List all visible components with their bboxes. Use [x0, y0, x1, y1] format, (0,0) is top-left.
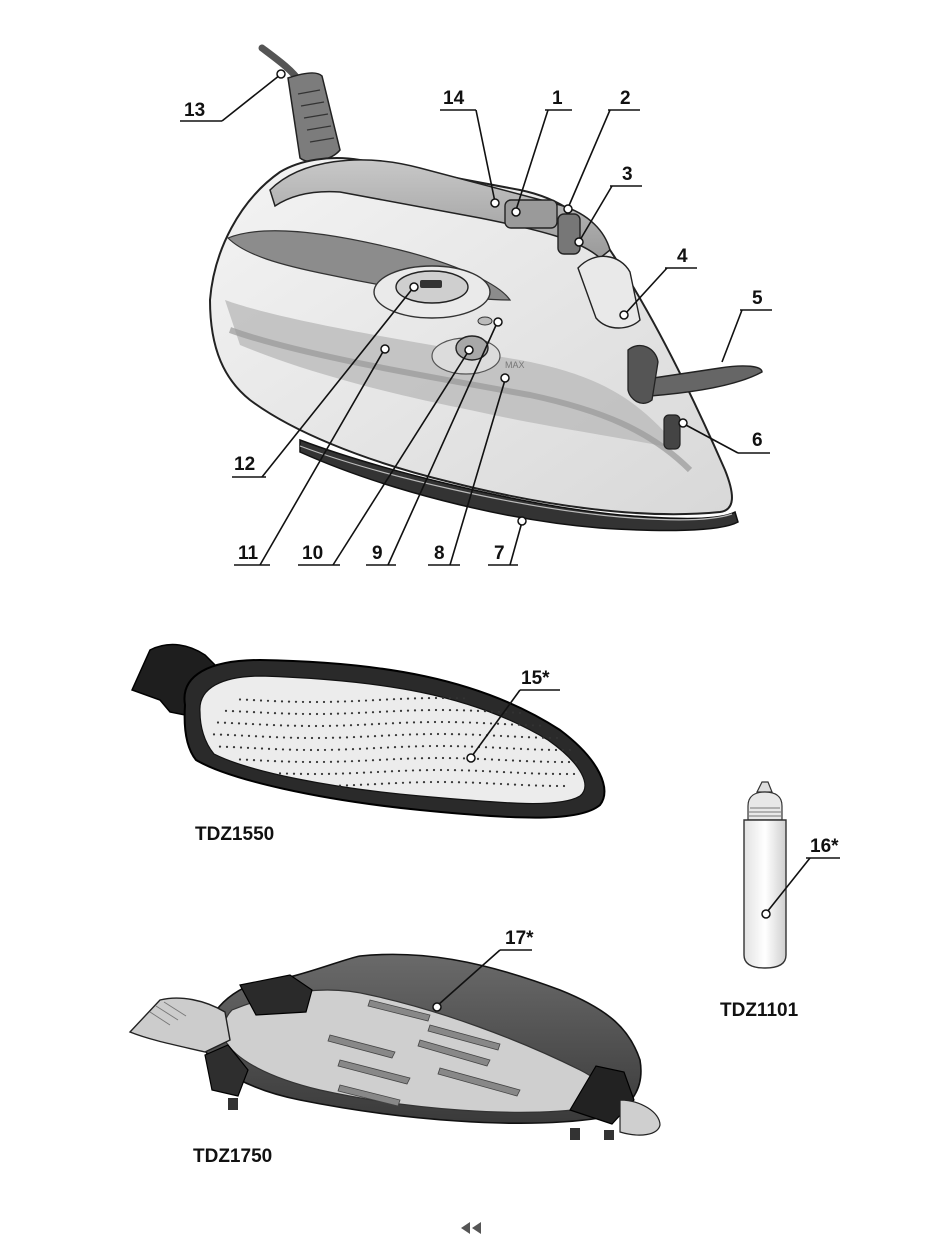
cord-guard — [288, 73, 340, 162]
shoe-tip — [620, 1100, 660, 1135]
model-label-tdz1750: TDZ1750 — [193, 1146, 272, 1167]
callout-16: 16* — [810, 836, 839, 857]
descaling-bottle — [744, 782, 786, 968]
cover-plate — [200, 676, 585, 804]
callout-6: 6 — [752, 430, 763, 451]
callout-3: 3 — [622, 164, 633, 185]
steam-burst-button[interactable] — [558, 214, 580, 254]
shoe-handle-tab — [130, 998, 230, 1052]
callout-10: 10 — [302, 543, 323, 564]
callout-15: 15* — [521, 668, 550, 689]
callout-7: 7 — [494, 543, 505, 564]
model-label-tdz1101: TDZ1101 — [720, 1000, 799, 1021]
callout-5: 5 — [752, 288, 763, 309]
callout-8: 8 — [434, 543, 445, 564]
callout-13: 13 — [184, 100, 205, 121]
double-left-arrow-icon[interactable] — [461, 1222, 481, 1234]
anti-calc-button[interactable] — [628, 346, 658, 404]
callout-17: 17* — [505, 928, 534, 949]
callout-4: 4 — [677, 246, 688, 267]
ironing-shoe — [130, 954, 660, 1140]
temperature-light — [478, 317, 492, 325]
callout-9: 9 — [372, 543, 383, 564]
callout-12: 12 — [234, 454, 255, 475]
max-mark-text: MAX — [505, 360, 525, 370]
anti-drip-indicator — [664, 415, 680, 449]
callout-1: 1 — [552, 88, 563, 109]
model-label-tdz1550: TDZ1550 — [195, 824, 274, 845]
callout-14: 14 — [443, 88, 465, 109]
callout-2: 2 — [620, 88, 631, 109]
steam-iron: MAX — [210, 48, 762, 530]
callout-11: 11 — [238, 543, 259, 564]
